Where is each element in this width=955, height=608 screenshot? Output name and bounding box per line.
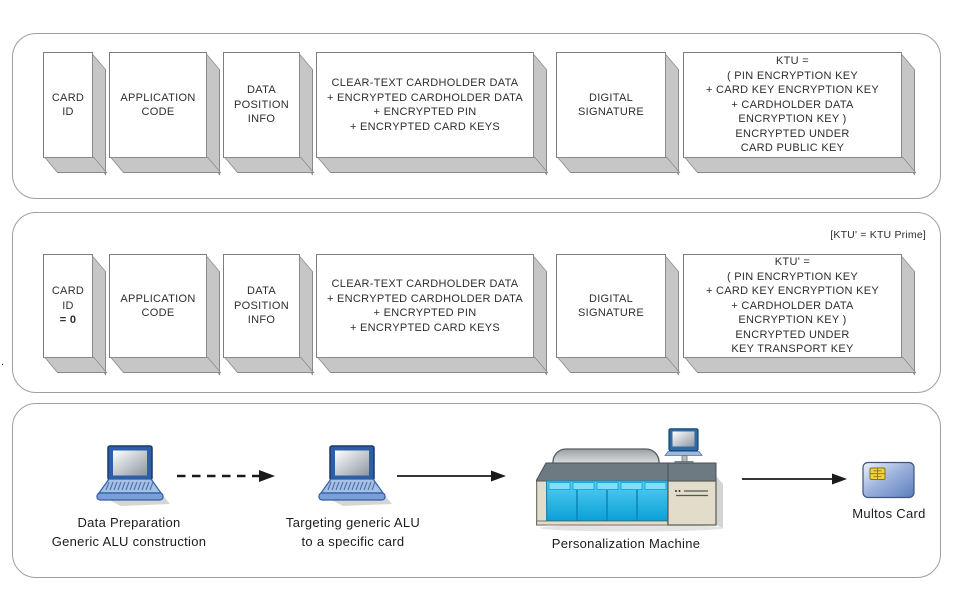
flow-caption-targeting: Targeting generic ALU to a specific card bbox=[285, 515, 421, 549]
alu-block-label: CLEAR-TEXT CARDHOLDER DATA + ENCRYPTED C… bbox=[326, 278, 524, 334]
laptop-icon bbox=[96, 445, 170, 506]
panel-personalization-flow: Data Preparation Generic ALU constructio… bbox=[12, 403, 941, 578]
laptop-icon bbox=[318, 445, 392, 506]
ktu-prime-note: [KTU' = KTU Prime] bbox=[830, 229, 926, 241]
alu-block-application-code: APPLICATION CODE bbox=[109, 254, 207, 358]
flow-caption-personalization-machine: Personalization Machine bbox=[551, 536, 701, 551]
alu-block-digital-signature: DIGITAL SIGNATURE bbox=[556, 254, 666, 358]
alu-block-digital-signature: DIGITAL SIGNATURE bbox=[556, 52, 666, 158]
alu-block-label: KTU' = ( PIN ENCRYPTION KEY + CARD KEY E… bbox=[705, 256, 880, 356]
alu-block-cardholder-data: CLEAR-TEXT CARDHOLDER DATA + ENCRYPTED C… bbox=[316, 254, 534, 358]
arrow-icon bbox=[397, 470, 506, 482]
alu-block-data-position-info: DATA POSITION INFO bbox=[223, 254, 300, 358]
alu-block-label: CARD ID bbox=[51, 91, 85, 119]
alu-block-label: DIGITAL SIGNATURE bbox=[577, 91, 645, 119]
personalization-machine-icon bbox=[536, 428, 724, 532]
flow-caption-multos-card: Multos Card bbox=[852, 506, 926, 521]
alu-block-data-position-info: DATA POSITION INFO bbox=[223, 52, 300, 158]
alu-block-ktu-prime: KTU' = ( PIN ENCRYPTION KEY + CARD KEY E… bbox=[683, 254, 902, 358]
alu-block-label: DATA POSITION INFO bbox=[234, 84, 289, 126]
alu-block-label: APPLICATION CODE bbox=[120, 292, 196, 320]
alu-block-card-id-zero: CARD ID = 0 bbox=[43, 254, 93, 358]
flow-caption-data-preparation: Data Preparation Generic ALU constructio… bbox=[51, 515, 207, 549]
stray-dot: . bbox=[1, 356, 5, 368]
alu-block-label: CLEAR-TEXT CARDHOLDER DATA + ENCRYPTED C… bbox=[326, 77, 524, 133]
alu-block-ktu: KTU = ( PIN ENCRYPTION KEY + CARD KEY EN… bbox=[683, 52, 902, 158]
panel-generic-alu: CARD ID APPLICATION CODE DATA POSITION I… bbox=[12, 33, 941, 199]
alu-block-label: DATA POSITION INFO bbox=[234, 285, 289, 327]
alu-block-cardholder-data: CLEAR-TEXT CARDHOLDER DATA + ENCRYPTED C… bbox=[316, 52, 534, 158]
arrow-icon bbox=[742, 473, 847, 485]
panel-targeted-alu: [KTU' = KTU Prime] CARD ID = 0 APPLICATI… bbox=[12, 212, 941, 393]
alu-block-label: CARD ID bbox=[51, 285, 85, 312]
alu-block-label-bold: = 0 bbox=[59, 314, 77, 327]
alu-block-label: DIGITAL SIGNATURE bbox=[577, 292, 645, 320]
alu-block-label: KTU = ( PIN ENCRYPTION KEY + CARD KEY EN… bbox=[705, 55, 880, 155]
dashed-arrow-icon bbox=[177, 470, 275, 482]
alu-block-label: APPLICATION CODE bbox=[120, 91, 196, 119]
alu-block-card-id: CARD ID bbox=[43, 52, 93, 158]
alu-block-application-code: APPLICATION CODE bbox=[109, 52, 207, 158]
smartcard-icon bbox=[862, 461, 915, 499]
